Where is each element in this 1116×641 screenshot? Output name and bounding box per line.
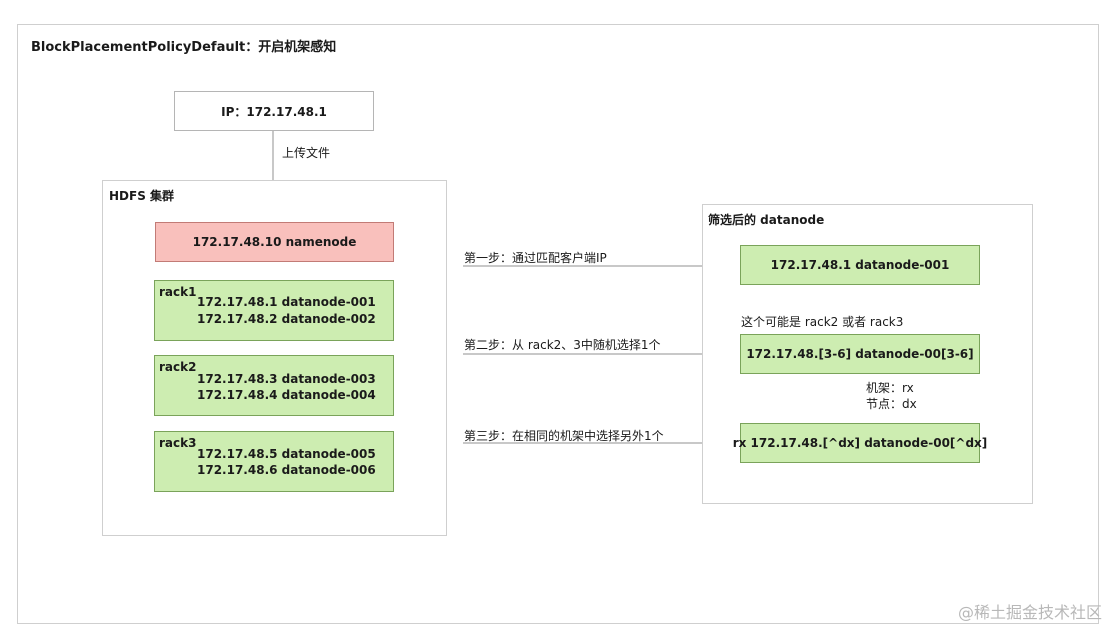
datanode-entry: 172.17.48.2 datanode-002 [197,312,376,326]
client-box: IP：172.17.48.1 [174,91,374,131]
rack-name: rack1 [159,285,197,299]
selected-node-label: rx 172.17.48.[^dx] datanode-00[^dx] [732,436,988,450]
namenode-box: 172.17.48.10 namenode [155,222,394,262]
step2-label: 第二步：从 rack2、3中随机选择1个 [464,338,661,352]
selected-node-label: 172.17.48.1 datanode-001 [770,258,950,272]
node-dx-label: 节点：dx [866,397,917,411]
rack-box-rack3: rack3 172.17.48.5 datanode-005 172.17.48… [154,431,394,492]
client-ip-label: IP：172.17.48.1 [221,104,327,119]
selected-node-2: 172.17.48.[3-6] datanode-00[3-6] [740,334,980,374]
selected-node-3: rx 172.17.48.[^dx] datanode-00[^dx] [733,423,987,463]
hdfs-cluster-title: HDFS 集群 [109,189,175,203]
namenode-label: 172.17.48.10 namenode [192,235,357,249]
rack-choice-note: 这个可能是 rack2 或者 rack3 [741,315,904,329]
rack-name: rack2 [159,360,197,374]
selected-node-1: 172.17.48.1 datanode-001 [740,245,980,285]
selected-node-label: 172.17.48.[3-6] datanode-00[3-6] [746,347,974,361]
datanode-entry: 172.17.48.1 datanode-001 [197,295,376,309]
datanode-entry: 172.17.48.6 datanode-006 [197,463,376,477]
diagram-title: BlockPlacementPolicyDefault：开启机架感知 [31,40,337,55]
rack-box-rack2: rack2 172.17.48.3 datanode-003 172.17.48… [154,355,394,416]
rack-rx-label: 机架：rx [866,381,914,395]
watermark: @稀土掘金技术社区 [957,603,1102,622]
datanode-entry: 172.17.48.5 datanode-005 [197,447,376,461]
datanode-entry: 172.17.48.3 datanode-003 [197,372,376,386]
step3-label: 第三步：在相同的机架中选择另外1个 [464,429,664,443]
datanode-entry: 172.17.48.4 datanode-004 [197,388,376,402]
upload-file-label: 上传文件 [282,146,331,160]
rack-name: rack3 [159,436,197,450]
selected-datanode-title: 筛选后的 datanode [708,213,825,227]
rack-box-rack1: rack1 172.17.48.1 datanode-001 172.17.48… [154,280,394,341]
step1-label: 第一步：通过匹配客户端IP [464,251,607,265]
